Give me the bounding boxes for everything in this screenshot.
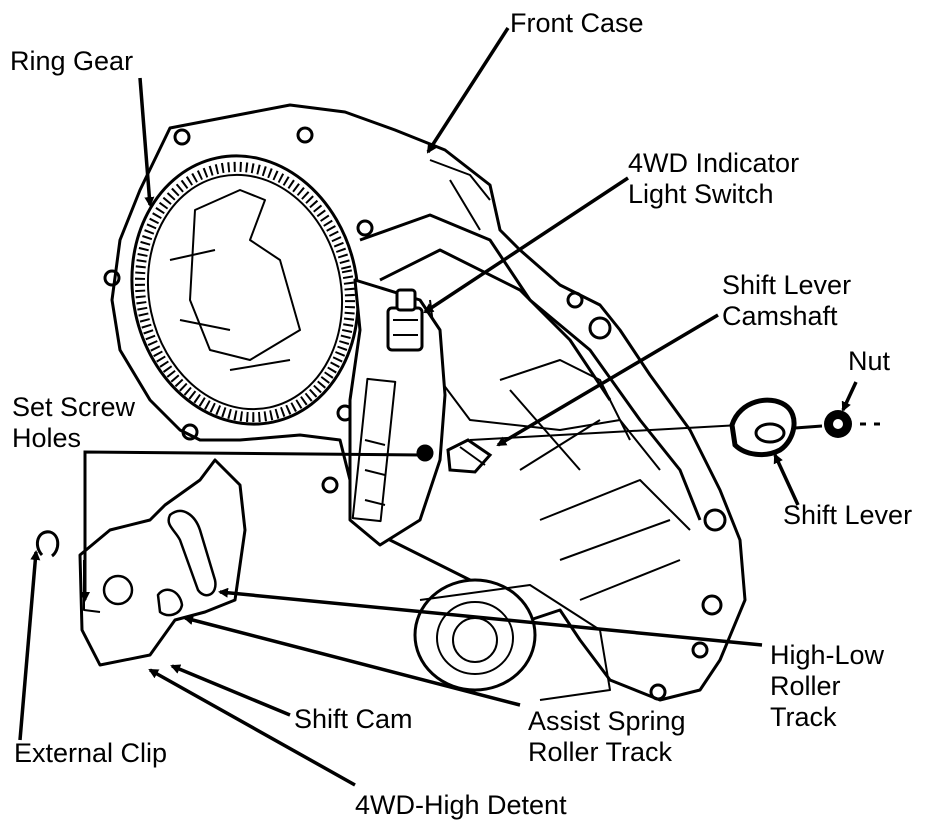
label-line: Camshaft: [722, 301, 838, 331]
nut-part: [794, 410, 880, 438]
label-line: Light Switch: [628, 179, 774, 209]
camshaft-part: [446, 424, 741, 474]
label-front-case: Front Case: [510, 8, 644, 38]
label-assist-spring-roller-track: Assist Spring Roller Track: [528, 706, 686, 768]
shift-lever-part: [729, 397, 797, 458]
label-shift-lever-camshaft: Shift Lever Camshaft: [722, 270, 851, 332]
label-line: 4WD Indicator: [628, 148, 800, 178]
label-4wd-high-detent: 4WD-High Detent: [355, 790, 567, 820]
leader-arrows: [18, 27, 858, 787]
label-set-screw-holes: Set Screw Holes: [12, 392, 135, 454]
external-clip-part: [35, 530, 60, 558]
label-line: Roller: [770, 671, 841, 701]
label-shift-lever: Shift Lever: [783, 500, 913, 530]
label-high-low-roller-track: High-Low Roller Track: [770, 640, 884, 733]
shift-cam-part: [78, 458, 247, 667]
label-line: Set Screw: [12, 392, 136, 422]
set-screw-leader: [80, 450, 423, 602]
label-line: Shift Lever: [722, 270, 852, 300]
label-external-clip: External Clip: [14, 738, 168, 768]
label-line: High-Low: [770, 640, 885, 670]
label-line: Assist Spring: [528, 706, 686, 736]
label-line: Roller Track: [528, 737, 673, 767]
front-case-body: [103, 103, 747, 702]
label-shift-cam: Shift Cam: [294, 704, 413, 734]
label-4wd-indicator-light-switch: 4WD Indicator Light Switch: [628, 148, 799, 210]
label-ring-gear: Ring Gear: [10, 46, 134, 76]
label-nut: Nut: [848, 346, 891, 376]
indicator-switch-part: [386, 288, 424, 352]
label-line: Track: [770, 702, 837, 732]
label-line: Holes: [12, 423, 82, 453]
